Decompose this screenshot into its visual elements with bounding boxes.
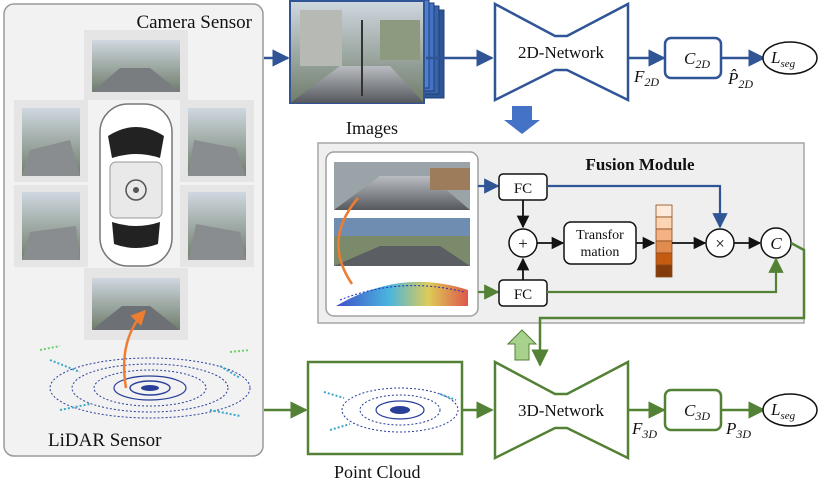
network-3d-label: 3D-Network [518, 401, 604, 420]
concat-operator: C [760, 227, 792, 259]
transformation-box: Transfor mation [563, 221, 637, 265]
camera-front-image [84, 30, 188, 100]
net3d-to-fusion-arrow [506, 329, 538, 361]
svg-text:FC: FC [514, 287, 532, 303]
svg-text:C2D: C2D [684, 49, 710, 71]
car-top-view [99, 103, 173, 267]
fusion-module-panel: Fusion Module FC FC [317, 142, 805, 324]
svg-text:C3D: C3D [684, 401, 710, 423]
svg-text:C: C [770, 234, 782, 253]
fusion-correspondence-arc [337, 197, 359, 285]
fusion-projected-pc-image [334, 162, 470, 210]
fc-bottom-to-concat-arrow [547, 257, 784, 294]
network-2d-block: 2D-Network [493, 1, 630, 103]
feature-3d-label: F3D [631, 419, 657, 441]
svg-text:FC: FC [514, 181, 532, 197]
camera-left-front-image [14, 100, 88, 182]
lidar-scan [39, 345, 251, 419]
images-caption: Images [346, 118, 398, 138]
camera-sensor-title: Camera Sensor [136, 12, 252, 33]
feature-2d-label: F2D [633, 67, 659, 89]
svg-text:Transfor: Transfor [576, 228, 624, 243]
sensor-panel: Camera Sensor [3, 3, 264, 457]
multiply-operator: × [705, 228, 735, 258]
fc-top-to-multiply-arrow [547, 184, 728, 229]
svg-text:Lseg: Lseg [770, 48, 796, 70]
classifier-3d-box: C3D [663, 388, 723, 432]
lidar-sensor-title: LiDAR Sensor [48, 430, 162, 451]
fusion-camera-image [334, 218, 470, 266]
lidar-to-camera-arrow [122, 309, 147, 389]
svg-text:Lseg: Lseg [770, 400, 796, 422]
fc-top-box: FC [498, 173, 548, 201]
point-cloud-caption: Point Cloud [334, 462, 421, 482]
camera-back-image [84, 268, 188, 340]
attention-weights-bar [655, 204, 673, 278]
loss-3d-ellipse: Lseg [762, 393, 818, 427]
fusion-to-3d-arrow [531, 241, 806, 367]
svg-text:×: × [715, 234, 725, 253]
point-cloud-frame [306, 360, 464, 456]
image-stack [289, 0, 445, 104]
svg-text:+: + [518, 234, 528, 253]
pred-3d-label: P3D [725, 419, 751, 441]
svg-text:mation: mation [581, 245, 620, 260]
net2d-to-fusion-arrow [504, 106, 540, 134]
add-operator: + [508, 228, 538, 258]
camera-right-front-image [180, 100, 254, 182]
images-front-frame [289, 0, 425, 104]
fusion-lidar-image [334, 274, 470, 308]
fc-bottom-box: FC [498, 279, 548, 307]
camera-left-rear-image [14, 185, 88, 267]
loss-2d-ellipse: Lseg [762, 41, 818, 75]
pred-2d-label: P̂2D [727, 69, 753, 91]
camera-right-rear-image [180, 185, 254, 267]
network-3d-block: 3D-Network [493, 359, 630, 461]
fusion-title: Fusion Module [585, 155, 695, 174]
network-2d-label: 2D-Network [518, 43, 604, 62]
classifier-2d-box: C2D [663, 36, 723, 80]
